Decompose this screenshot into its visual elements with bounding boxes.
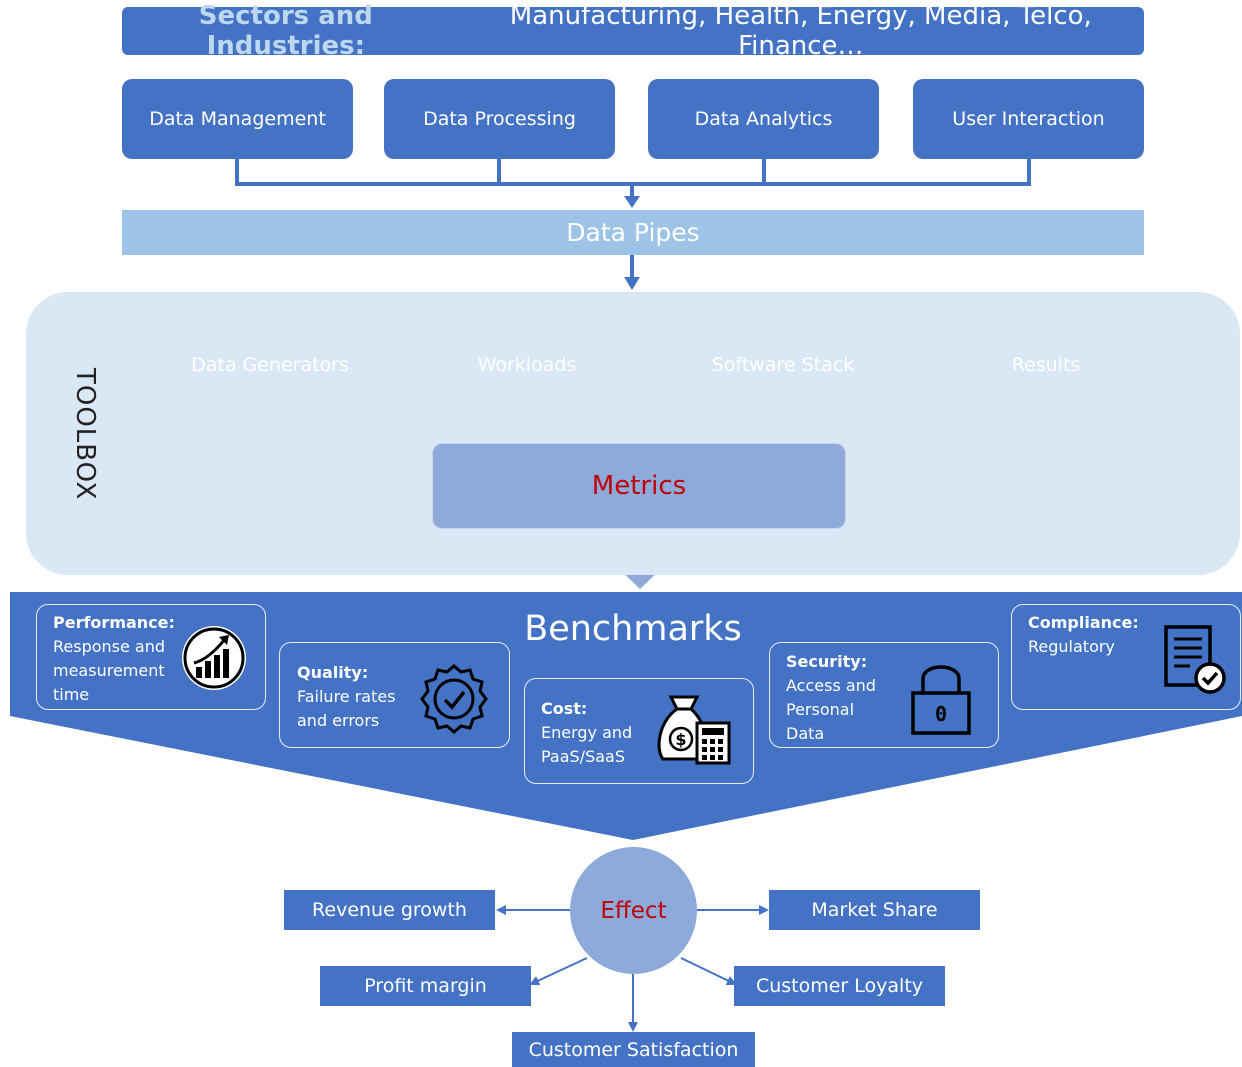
card-text: Regulatory bbox=[1028, 637, 1115, 656]
category-connectors bbox=[235, 159, 1031, 278]
effect-circle: Effect bbox=[570, 847, 697, 974]
growth-chart-icon bbox=[182, 626, 246, 690]
svg-text:0: 0 bbox=[935, 702, 947, 726]
arrowhead-to-pipes bbox=[624, 196, 640, 208]
outcome-customer-loyalty: Customer Loyalty bbox=[734, 966, 945, 1006]
card-title: Quality: bbox=[297, 663, 369, 682]
benchmark-card-security: Security: Access and Personal Data 0 bbox=[769, 642, 999, 748]
money-bag-calculator-icon: $ bbox=[657, 695, 731, 765]
svg-text:$: $ bbox=[675, 730, 686, 749]
sectors-banner: Sectors and Industries: Manufacturing, H… bbox=[122, 1, 1144, 61]
outcome-customer-satisfaction: Customer Satisfaction bbox=[512, 1032, 755, 1067]
effect-arrows bbox=[496, 905, 769, 1032]
toolbox-label: TOOLBOX bbox=[70, 367, 100, 501]
compliance-document-icon bbox=[1164, 625, 1226, 694]
padlock-icon: 0 bbox=[911, 665, 971, 735]
card-text: Access and Personal Data bbox=[786, 676, 876, 743]
category-data-processing: Data Processing bbox=[384, 79, 615, 159]
benchmark-card-cost: Cost: Energy and PaaS/SaaS $ bbox=[524, 678, 754, 784]
benchmarks-title: Benchmarks bbox=[524, 609, 742, 649]
data-pipes-bar: Data Pipes bbox=[122, 210, 1144, 255]
benchmark-card-quality: Quality: Failure rates and errors bbox=[279, 642, 510, 748]
benchmark-card-compliance: Compliance: Regulatory bbox=[1011, 604, 1241, 710]
card-title: Security: bbox=[786, 652, 868, 671]
stage-label-data-generators: Data Generators bbox=[191, 354, 349, 376]
outcome-revenue-growth: Revenue growth bbox=[284, 890, 495, 930]
card-title: Cost: bbox=[541, 699, 588, 718]
card-text: Failure rates and errors bbox=[297, 687, 396, 730]
category-data-management: Data Management bbox=[122, 79, 353, 159]
card-text: Response and measurement time bbox=[53, 637, 166, 704]
arrowhead-to-toolbox bbox=[624, 277, 640, 290]
category-user-interaction: User Interaction bbox=[913, 79, 1144, 159]
banner-text: Manufacturing, Health, Energy, Media, Te… bbox=[509, 1, 1092, 61]
card-title: Performance: bbox=[53, 613, 175, 632]
outcome-profit-margin: Profit margin bbox=[320, 966, 531, 1006]
quality-badge-icon bbox=[420, 664, 488, 734]
category-data-analytics: Data Analytics bbox=[648, 79, 879, 159]
banner-prefix: Sectors and Industries: bbox=[198, 1, 373, 61]
card-title: Compliance: bbox=[1028, 613, 1139, 632]
metrics-box: Metrics bbox=[432, 443, 846, 529]
stage-label-software-stack: Software Stack bbox=[711, 354, 855, 376]
benchmark-card-performance: Performance: Response and measurement ti… bbox=[36, 604, 266, 710]
stage-label-results: Results bbox=[1011, 354, 1081, 376]
card-text: Energy and PaaS/SaaS bbox=[541, 723, 633, 766]
outcome-market-share: Market Share bbox=[769, 890, 980, 930]
stage-label-workloads: Workloads bbox=[477, 354, 577, 376]
